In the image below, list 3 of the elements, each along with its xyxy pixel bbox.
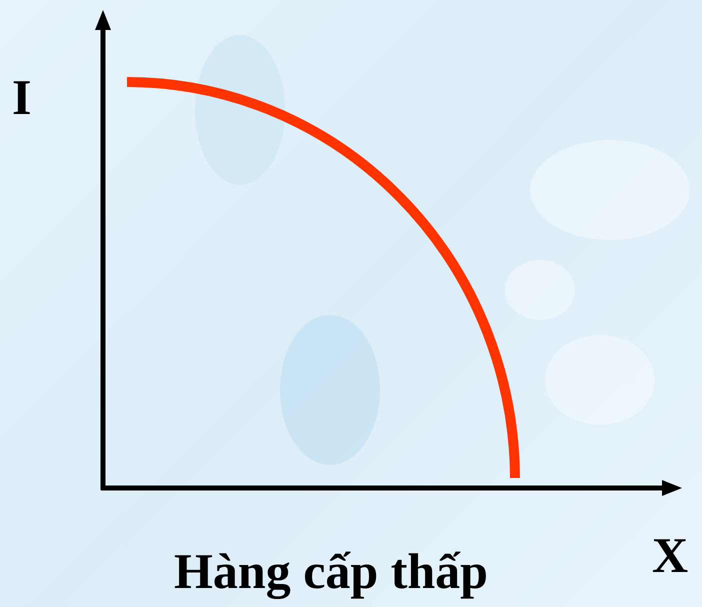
- caption: Hàng cấp thấp: [174, 544, 488, 599]
- axis-label: X: [652, 530, 688, 580]
- axis-label: I: [12, 72, 32, 122]
